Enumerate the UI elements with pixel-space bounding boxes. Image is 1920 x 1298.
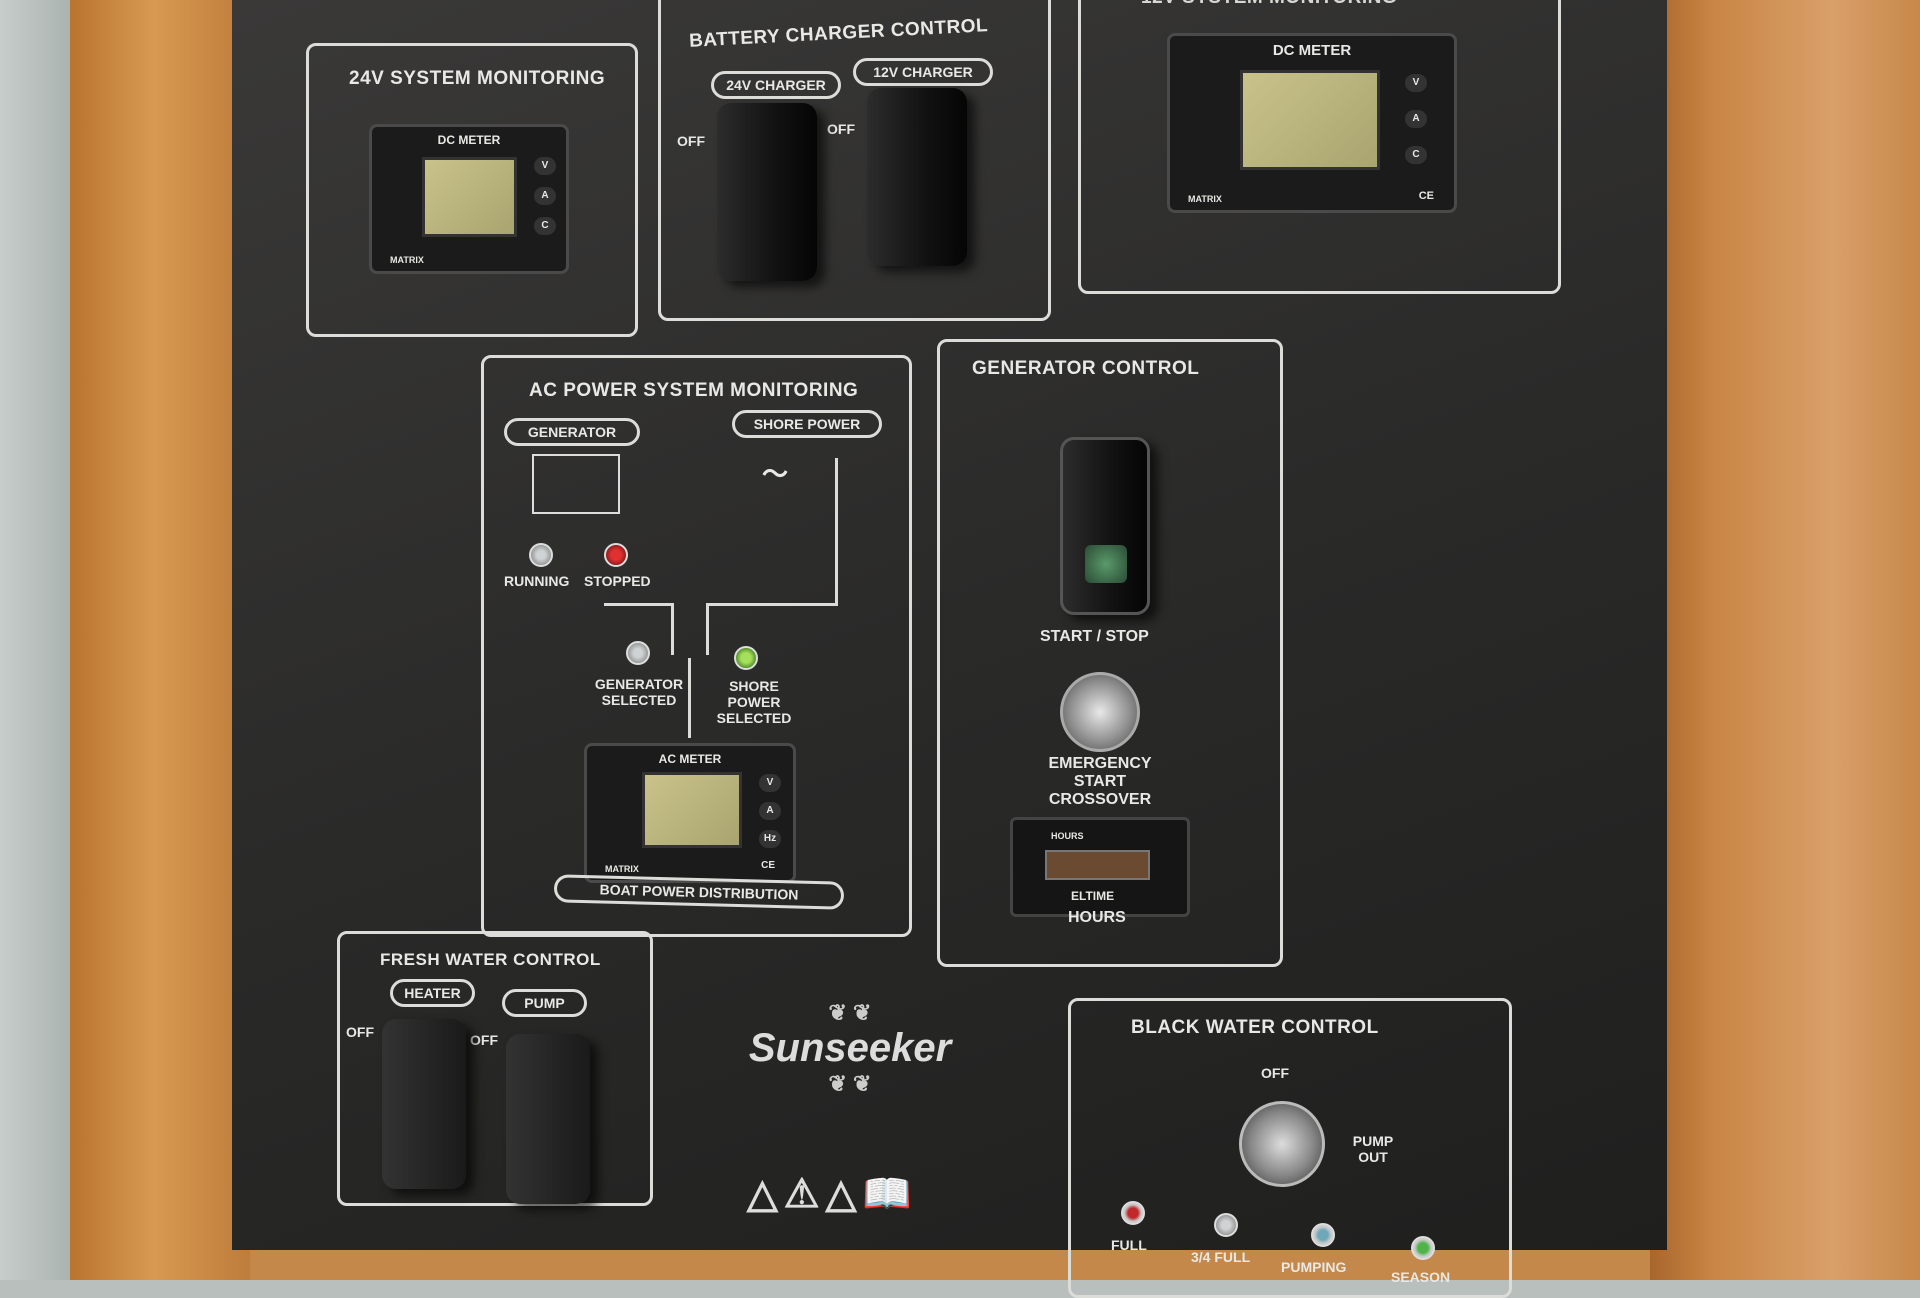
eltime-brand: ELTIME bbox=[1071, 889, 1115, 903]
section-title: BLACK WATER CONTROL bbox=[1131, 1017, 1379, 1038]
off-label: OFF bbox=[827, 121, 855, 137]
section-title: BATTERY CHARGER CONTROL bbox=[688, 15, 989, 52]
section-24v-monitoring: 24V SYSTEM MONITORING DC METER V A C MAT… bbox=[306, 43, 638, 337]
heater-label: HEATER bbox=[390, 979, 475, 1007]
ce-mark: CE bbox=[761, 860, 775, 871]
pumping-led bbox=[1311, 1223, 1335, 1247]
generator-selected-label: GENERATOR SELECTED bbox=[594, 676, 684, 708]
c-button[interactable]: C bbox=[534, 217, 556, 235]
pump-label: PUMP bbox=[502, 989, 587, 1017]
warning-icons: △⚠△📖 bbox=[747, 1170, 918, 1217]
three-quarter-full-label: 3/4 FULL bbox=[1191, 1249, 1251, 1265]
generator-icon bbox=[532, 454, 620, 514]
meter-brand: MATRIX bbox=[390, 255, 424, 265]
hours-label: HOURS bbox=[1068, 909, 1126, 926]
ac-meter: AC METER V A Hz MATRIX CE bbox=[584, 743, 796, 883]
section-12v-monitoring: 12V SYSTEM MONITORING DC METER V A C MAT… bbox=[1078, 0, 1561, 294]
v-button[interactable]: V bbox=[534, 157, 556, 175]
section-fresh-water: FRESH WATER CONTROL HEATER PUMP OFF OFF bbox=[337, 931, 653, 1206]
shore-wire bbox=[706, 603, 709, 655]
24v-charger-switch[interactable] bbox=[717, 103, 817, 281]
hz-button[interactable]: Hz bbox=[759, 830, 781, 848]
logo-text: Sunseeker bbox=[748, 1026, 952, 1070]
section-black-water: BLACK WATER CONTROL OFF PUMP OUT FULL 3/… bbox=[1068, 998, 1512, 1298]
three-quarter-full-led bbox=[1214, 1213, 1238, 1237]
hours-label-small: HOURS bbox=[1051, 831, 1084, 841]
pump-switch[interactable] bbox=[506, 1034, 590, 1204]
start-stop-switch[interactable] bbox=[1060, 437, 1150, 615]
meter-brand: MATRIX bbox=[1188, 194, 1222, 204]
pump-out-key-switch[interactable] bbox=[1239, 1101, 1325, 1187]
v-button[interactable]: V bbox=[759, 774, 781, 792]
lcd-display bbox=[422, 157, 517, 237]
section-title: 12V SYSTEM MONITORING bbox=[1141, 0, 1397, 9]
general-warning-icon: ⚠ bbox=[783, 1172, 826, 1216]
laurel-icon: ❦ ❦ bbox=[828, 1000, 872, 1025]
a-button[interactable]: A bbox=[534, 187, 556, 205]
shore-selected-label: SHORE POWER SELECTED bbox=[716, 678, 792, 726]
electric-warning-icon: △ bbox=[825, 1172, 863, 1216]
heater-switch[interactable] bbox=[382, 1019, 466, 1189]
24v-charger-label: 24V CHARGER bbox=[711, 71, 841, 99]
off-label: OFF bbox=[677, 133, 705, 149]
dc-meter: DC METER V A C MATRIX CE bbox=[1167, 33, 1457, 213]
12v-charger-label: 12V CHARGER bbox=[853, 58, 993, 86]
shore-selected-led bbox=[734, 646, 758, 670]
emergency-label: EMERGENCY START CROSSOVER bbox=[1048, 755, 1152, 808]
indicator-light bbox=[1085, 545, 1127, 583]
running-label: RUNNING bbox=[504, 573, 570, 589]
c-button[interactable]: C bbox=[1405, 146, 1427, 164]
shore-plug-icon: 〜 bbox=[762, 459, 789, 489]
section-title: FRESH WATER CONTROL bbox=[380, 950, 601, 969]
meter-label: DC METER bbox=[1272, 42, 1352, 59]
ce-mark: CE bbox=[1418, 190, 1434, 202]
section-generator-control: GENERATOR CONTROL START / STOP EMERGENCY… bbox=[937, 339, 1283, 967]
off-label: OFF bbox=[470, 1032, 498, 1048]
generator-wire bbox=[604, 603, 674, 655]
full-label: FULL bbox=[1111, 1237, 1147, 1253]
section-battery-charger: BATTERY CHARGER CONTROL 24V CHARGER 12V … bbox=[658, 0, 1051, 321]
dc-meter: DC METER V A C MATRIX bbox=[369, 124, 569, 274]
section-ac-power: AC POWER SYSTEM MONITORING GENERATOR SHO… bbox=[481, 355, 912, 937]
start-stop-label: START / STOP bbox=[1040, 628, 1149, 645]
laurel-icon: ❦ ❦ bbox=[828, 1071, 872, 1096]
generator-selected-led bbox=[626, 641, 650, 665]
wall bbox=[0, 0, 75, 1280]
a-button[interactable]: A bbox=[759, 802, 781, 820]
full-led bbox=[1121, 1201, 1145, 1225]
a-button[interactable]: A bbox=[1405, 110, 1427, 128]
sunseeker-logo: ❦ ❦ Sunseeker ❦ ❦ bbox=[730, 1000, 970, 1097]
generator-label: GENERATOR bbox=[504, 418, 640, 446]
lcd-display bbox=[642, 772, 742, 848]
section-title: GENERATOR CONTROL bbox=[972, 358, 1200, 379]
pump-out-label: PUMP OUT bbox=[1352, 1133, 1394, 1165]
pumping-label: PUMPING bbox=[1281, 1259, 1347, 1275]
12v-charger-switch[interactable] bbox=[867, 88, 967, 266]
output-wire bbox=[688, 658, 691, 738]
hour-meter: HOURS ELTIME bbox=[1010, 817, 1190, 917]
emergency-start-button[interactable] bbox=[1060, 672, 1140, 752]
wood-frame-right bbox=[1625, 0, 1920, 1280]
shore-wire bbox=[706, 458, 838, 606]
stopped-label: STOPPED bbox=[584, 573, 651, 589]
shore-power-label: SHORE POWER bbox=[732, 410, 882, 438]
stopped-led bbox=[604, 543, 628, 567]
control-panel: 24V SYSTEM MONITORING DC METER V A C MAT… bbox=[232, 0, 1667, 1298]
off-label: OFF bbox=[1261, 1065, 1289, 1081]
meter-label: AC METER bbox=[658, 752, 722, 766]
meter-label: DC METER bbox=[437, 133, 501, 147]
meter-brand: MATRIX bbox=[605, 864, 639, 874]
lcd-display bbox=[1240, 70, 1380, 170]
section-title: 24V SYSTEM MONITORING bbox=[349, 68, 606, 89]
season-led bbox=[1411, 1236, 1435, 1260]
hour-counter-display bbox=[1045, 850, 1150, 880]
running-led bbox=[529, 543, 553, 567]
boat-power-distribution-label: BOAT POWER DISTRIBUTION bbox=[553, 874, 845, 910]
manual-icon: 📖 bbox=[862, 1172, 919, 1216]
season-label: SEASON bbox=[1391, 1269, 1451, 1285]
off-label: OFF bbox=[346, 1024, 374, 1040]
section-title: AC POWER SYSTEM MONITORING bbox=[529, 380, 859, 401]
fire-warning-icon: △ bbox=[747, 1172, 784, 1216]
v-button[interactable]: V bbox=[1405, 74, 1427, 92]
